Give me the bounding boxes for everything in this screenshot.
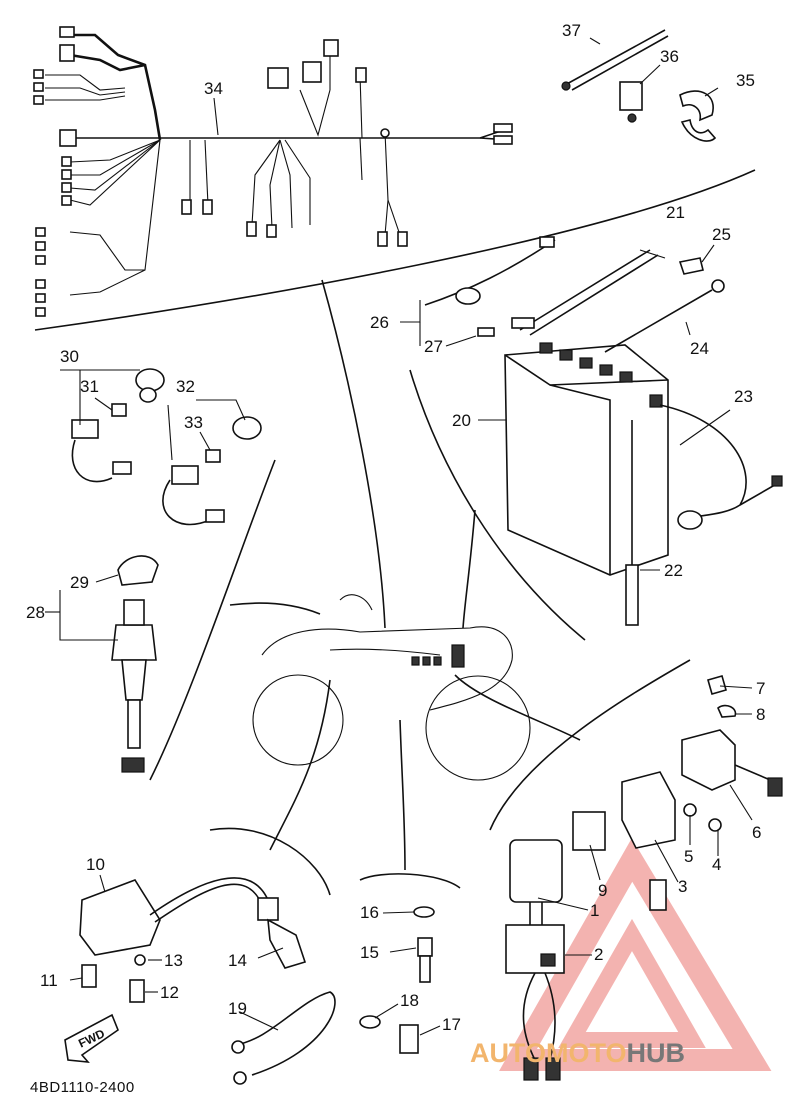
callout-18: 18 — [400, 991, 419, 1010]
callout-27: 27 — [424, 337, 443, 356]
callout-31: 31 — [80, 377, 99, 396]
callout-35: 35 — [736, 71, 755, 90]
callout-24: 24 — [690, 339, 709, 358]
callout-20: 20 — [452, 411, 471, 430]
callout-23: 23 — [734, 387, 753, 406]
wire-harness — [33, 26, 513, 317]
callout-29: 29 — [70, 573, 89, 592]
callout-10: 10 — [86, 855, 105, 874]
clamp-parts — [561, 29, 717, 142]
callout-labels: 1 2 3 4 5 6 7 8 9 10 11 12 13 14 15 16 1… — [26, 21, 765, 1034]
callout-7: 7 — [756, 679, 765, 698]
callout-37: 37 — [562, 21, 581, 40]
callout-21: 21 — [666, 203, 685, 222]
watermark-triangle — [499, 838, 772, 1071]
svg-text:AUTOMOTOHUB: AUTOMOTOHUB — [470, 1038, 685, 1068]
callout-30: 30 — [60, 347, 79, 366]
leader-arrows — [229, 279, 581, 871]
motorcycle-outline — [252, 594, 531, 781]
drawing-code: 4BD1110-2400 — [30, 1079, 135, 1096]
callout-26: 26 — [370, 313, 389, 332]
watermark-part2: MOTO — [546, 1038, 627, 1068]
callout-13: 13 — [164, 951, 183, 970]
watermark-logo: AUTOMOTOHUB — [470, 1038, 685, 1068]
callout-17: 17 — [442, 1015, 461, 1034]
callout-5: 5 — [684, 847, 693, 866]
watermark-part3: HUB — [627, 1038, 686, 1068]
watermark-part1: AUTO — [470, 1038, 546, 1068]
callout-28: 28 — [26, 603, 45, 622]
callout-25: 25 — [712, 225, 731, 244]
callout-22: 22 — [664, 561, 683, 580]
callout-19: 19 — [228, 999, 247, 1018]
battery-group — [424, 236, 783, 626]
callout-32: 32 — [176, 377, 195, 396]
callout-3: 3 — [678, 877, 687, 896]
callout-14: 14 — [228, 951, 247, 970]
cdi-and-regulator — [505, 675, 783, 1081]
callout-1: 1 — [590, 901, 599, 920]
callout-11: 11 — [40, 971, 58, 990]
coil-group — [79, 877, 435, 1085]
callout-2: 2 — [594, 945, 603, 964]
callout-9: 9 — [598, 881, 607, 900]
callout-leaders — [45, 37, 753, 1036]
callout-34: 34 — [204, 79, 223, 98]
callout-16: 16 — [360, 903, 379, 922]
section-dividers — [34, 169, 756, 896]
callout-6: 6 — [752, 823, 761, 842]
callout-36: 36 — [660, 47, 679, 66]
callout-4: 4 — [712, 855, 721, 874]
callout-15: 15 — [360, 943, 379, 962]
callout-33: 33 — [184, 413, 203, 432]
callout-8: 8 — [756, 705, 765, 724]
callout-12: 12 — [160, 983, 179, 1002]
ignition-parts — [71, 368, 262, 773]
forward-direction-marker: FWD — [64, 1013, 119, 1063]
